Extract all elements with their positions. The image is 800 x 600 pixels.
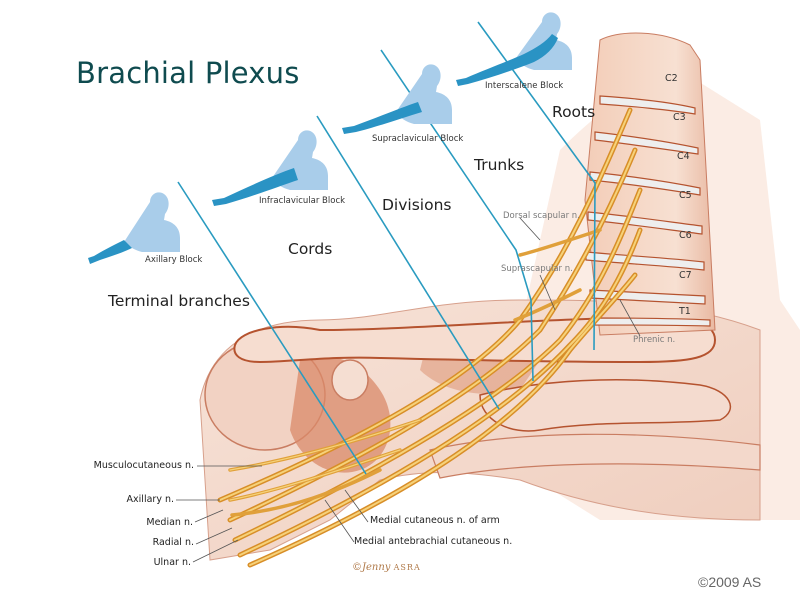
block-label-supraclavicular: Supraclavicular Block [372,134,464,144]
vertebra-label-c6: C6 [679,230,692,241]
section-label-divisions: Divisions [382,196,452,214]
anatomy-illustration [177,21,800,568]
label-suprascapular-nerve: Suprascapular n. [501,264,573,274]
diagram-title: Brachial Plexus [76,56,300,90]
signature-org: ASRA [393,563,421,572]
coracoid-process [331,359,369,401]
second-rib [429,433,761,479]
divider-cords-divisions [316,115,500,410]
copyright-notice: ©2009 AS [698,574,762,590]
vertebra-label-c7: C7 [679,270,692,281]
first-rib [479,379,732,432]
vertebra-label-c2: C2 [665,73,678,84]
divider-trunks-roots [477,21,596,351]
vertebra-label-t1: T1 [679,306,691,317]
block-label-infraclavicular: Infraclavicular Block [259,196,346,206]
section-label-cords: Cords [288,240,333,258]
vertebra-label-c3: C3 [673,112,686,123]
vertebra-label-c5: C5 [679,190,692,201]
block-figure-axillary [88,192,180,264]
block-label-interscalene: Interscalene Block [485,81,564,91]
figure-body-icon [124,192,180,252]
plexus-nerves [217,107,643,568]
divider-divisions-trunks [380,49,534,382]
label-median-nerve: Median n. [146,517,193,528]
signature-prefix: © [352,562,362,573]
artist-signature: ©Jenny ASRA [352,562,421,573]
label-radial-nerve: Radial n. [152,537,194,548]
section-divider-lines [177,21,596,475]
label-phrenic-nerve: Phrenic n. [633,335,676,345]
label-medial-cutaneous-nerve-of-arm: Medial cutaneous n. of arm [370,515,500,526]
figure-arm-icon [88,240,132,264]
leader-lines [176,217,641,563]
label-musculocutaneous-nerve: Musculocutaneous n. [93,460,194,471]
figure-arm-icon [456,34,558,86]
label-axillary-nerve: Axillary n. [126,494,174,505]
vertebra-label-c4: C4 [677,151,690,162]
block-label-axillary: Axillary Block [145,255,203,265]
figure-arm-icon [212,168,298,206]
block-figure-supraclavicular [342,64,452,134]
block-figure-interscalene [456,12,572,86]
signature-name: Jenny [362,562,391,573]
label-ulnar-nerve: Ulnar n. [153,557,191,568]
section-label-terminal-branches: Terminal branches [108,292,250,310]
block-figure-infraclavicular [212,130,328,206]
label-medial-antebrachial-cutaneous-nerve: Medial antebrachial cutaneous n. [354,536,513,547]
section-label-roots: Roots [552,103,596,121]
divider-terminal-cords [177,181,367,475]
section-label-trunks: Trunks [474,156,525,174]
figure-arm-icon [342,102,422,134]
label-dorsal-scapular-nerve: Dorsal scapular n. [503,211,580,221]
